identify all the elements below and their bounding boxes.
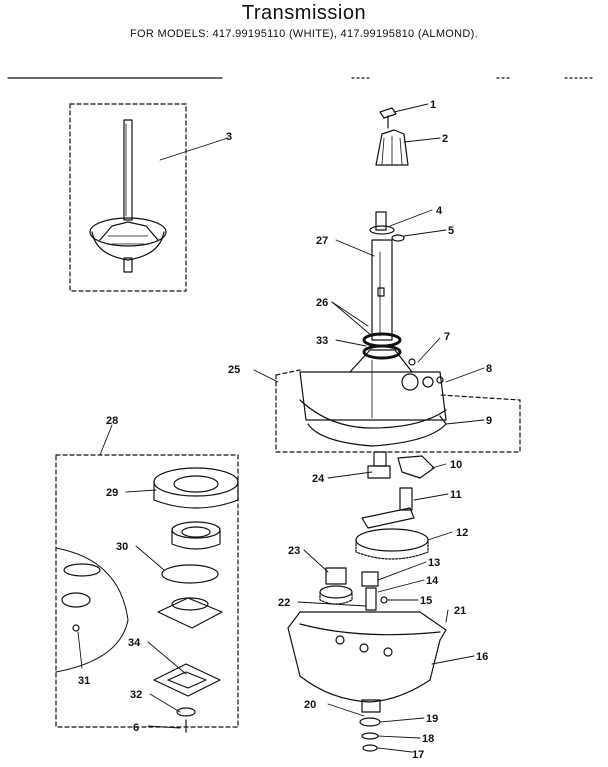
callout-6: 6 (133, 722, 139, 734)
part-7-screw (408, 358, 416, 366)
part-1-screw (379, 107, 397, 129)
part-3-transmission-assembly (89, 119, 167, 273)
callout-20: 20 (304, 699, 316, 711)
part-31-ring (63, 563, 101, 577)
part-9-gasket (307, 415, 447, 447)
assembly-25-box (275, 374, 521, 453)
part-8-screw (436, 376, 444, 384)
diagram-title: Transmission (241, 2, 367, 24)
callout-2: 2 (442, 133, 448, 145)
callout-9: 9 (486, 415, 492, 427)
part-bearing-block (157, 597, 223, 629)
callout-23: 23 (288, 545, 300, 557)
models-line: FOR MODELS: 417.99195110 (WHITE), 417.99… (130, 28, 478, 40)
part-32-washer (176, 707, 196, 717)
callout-19: 19 (426, 713, 438, 725)
callout-17: 17 (412, 749, 424, 761)
part-11-crank (361, 487, 415, 529)
part-34-plate (153, 663, 221, 697)
callout-14: 14 (426, 575, 439, 587)
part-12-gear (355, 528, 429, 560)
callout-33: 33 (316, 335, 328, 347)
callout-26: 26 (316, 297, 328, 309)
callout-16: 16 (476, 651, 488, 663)
callout-18: 18 (422, 733, 434, 745)
part-13-bushing (361, 571, 379, 587)
part-14-pin (365, 587, 377, 611)
callout-13: 13 (428, 557, 440, 569)
part-29-bearing (153, 467, 239, 509)
inset-arc (55, 547, 129, 673)
part-2-cap (375, 129, 409, 166)
part-27-shaft (369, 211, 395, 341)
callout-10: 10 (450, 459, 462, 471)
callout-27: 27 (316, 235, 328, 247)
callout-25: 25 (228, 364, 240, 376)
callout-32: 32 (130, 689, 142, 701)
callout-8: 8 (486, 363, 492, 375)
callout-1: 1 (430, 99, 436, 111)
part-19-washer (359, 717, 381, 727)
callout-34: 34 (128, 637, 141, 649)
part-25-housing-cover (299, 349, 447, 429)
callout-28: 28 (106, 415, 118, 427)
callout-21: 21 (454, 605, 466, 617)
callout-12: 12 (456, 527, 468, 539)
part-21-gearcase (287, 611, 447, 713)
part-17-nut (362, 744, 378, 752)
callout-5: 5 (448, 225, 454, 237)
callout-15: 15 (420, 595, 432, 607)
assembly-3-box (69, 103, 187, 292)
part-15-clip (380, 596, 388, 604)
callout-4: 4 (436, 205, 443, 217)
callout-30: 30 (116, 541, 128, 553)
callout-24: 24 (312, 473, 325, 485)
part-24-pinion (367, 451, 391, 479)
callout-29: 29 (106, 487, 118, 499)
callout-3: 3 (226, 131, 232, 143)
part-seal-cup (171, 521, 221, 550)
part-30-ring (161, 564, 219, 584)
part-5-ring (391, 234, 405, 242)
assembly-28-box (55, 454, 239, 728)
callout-7: 7 (444, 331, 450, 343)
callout-22: 22 (278, 597, 290, 609)
callout-31: 31 (78, 675, 90, 687)
part-10-lever (397, 455, 435, 479)
part-18-washer (361, 732, 379, 740)
part-23-gear (319, 567, 353, 605)
callout-11: 11 (450, 489, 462, 501)
